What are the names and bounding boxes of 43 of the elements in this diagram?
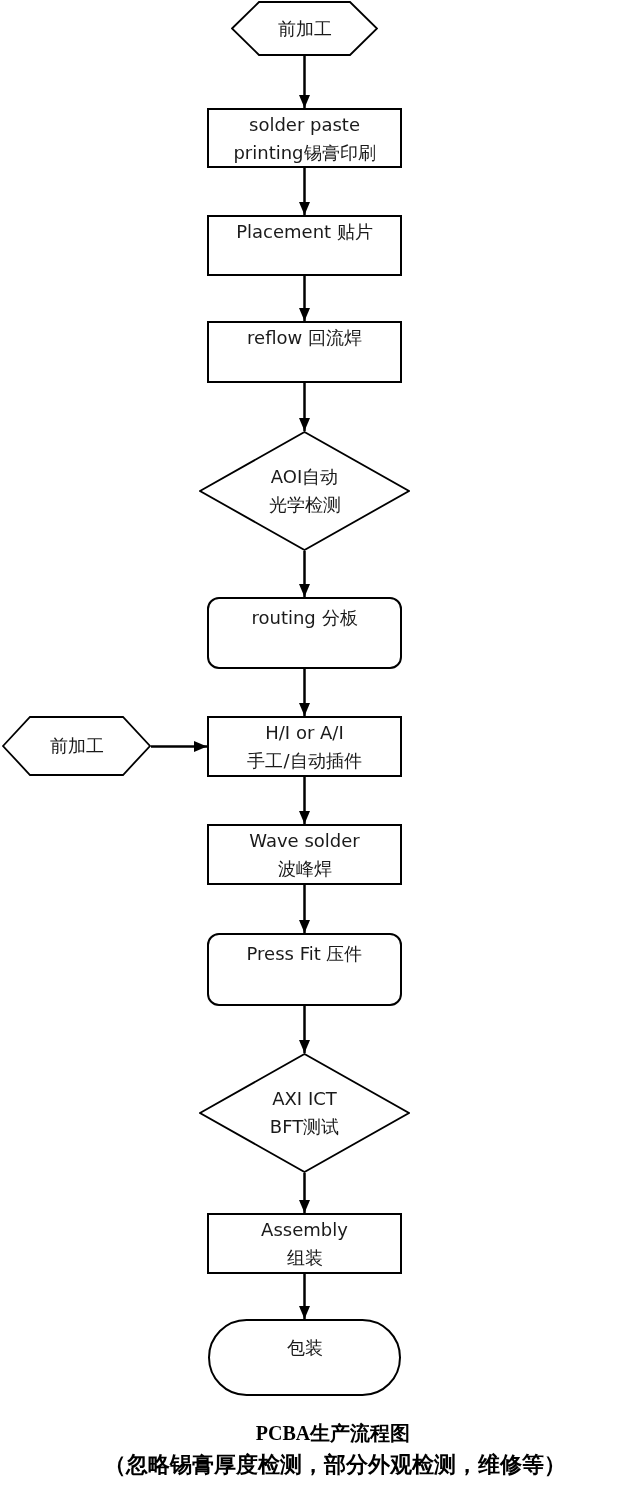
arrow (299, 551, 310, 597)
process-box (207, 321, 402, 383)
arrow (299, 1274, 310, 1319)
step-label: Assembly (261, 1218, 348, 1242)
decision-diamond (199, 1053, 410, 1173)
step-label: Press Fit 压件 (246, 942, 363, 966)
step-label: reflow 回流焊 (247, 326, 362, 350)
step-label: Placement 贴片 (236, 220, 373, 244)
diagram-title: PCBA生产流程图 (255, 1421, 411, 1446)
process-box (207, 1213, 402, 1274)
arrow (299, 1173, 310, 1213)
process-box (207, 108, 402, 168)
arrow (299, 885, 310, 933)
process-box (207, 215, 402, 276)
step-label: 包装 (286, 1336, 323, 1360)
step-label: H/I or A/I (265, 721, 344, 745)
arrow (299, 777, 310, 824)
step-label: 波峰焊 (277, 857, 332, 881)
arrow (299, 276, 310, 321)
diagram-caption: （忽略锡膏厚度检测，部分外观检测，维修等） (104, 1451, 566, 1479)
decision-diamond (199, 431, 410, 551)
process-box (207, 716, 402, 777)
rounded-process-box (207, 597, 402, 669)
step-label: 前加工 (49, 734, 104, 758)
step-label: solder paste printing锡膏印刷 (232, 113, 377, 165)
arrow (299, 56, 310, 108)
arrow (299, 669, 310, 716)
step-label: AOI自动光学检测 (267, 465, 342, 517)
arrow (299, 383, 310, 431)
step-label: 手工/自动插件 (247, 749, 362, 773)
step-label: AXI ICT BFT测试 (268, 1087, 341, 1139)
process-box (207, 824, 402, 885)
step-label: 组装 (286, 1246, 323, 1270)
arrow (299, 1006, 310, 1053)
terminator-shape (208, 1319, 401, 1396)
arrow (151, 741, 207, 752)
rounded-process-box (207, 933, 402, 1006)
step-label: Wave solder (249, 829, 360, 853)
step-label: routing 分板 (251, 606, 358, 630)
arrow (299, 168, 310, 215)
step-label: 前加工 (277, 16, 332, 41)
preparation-hexagon (2, 716, 151, 776)
preparation-hexagon (231, 1, 378, 56)
